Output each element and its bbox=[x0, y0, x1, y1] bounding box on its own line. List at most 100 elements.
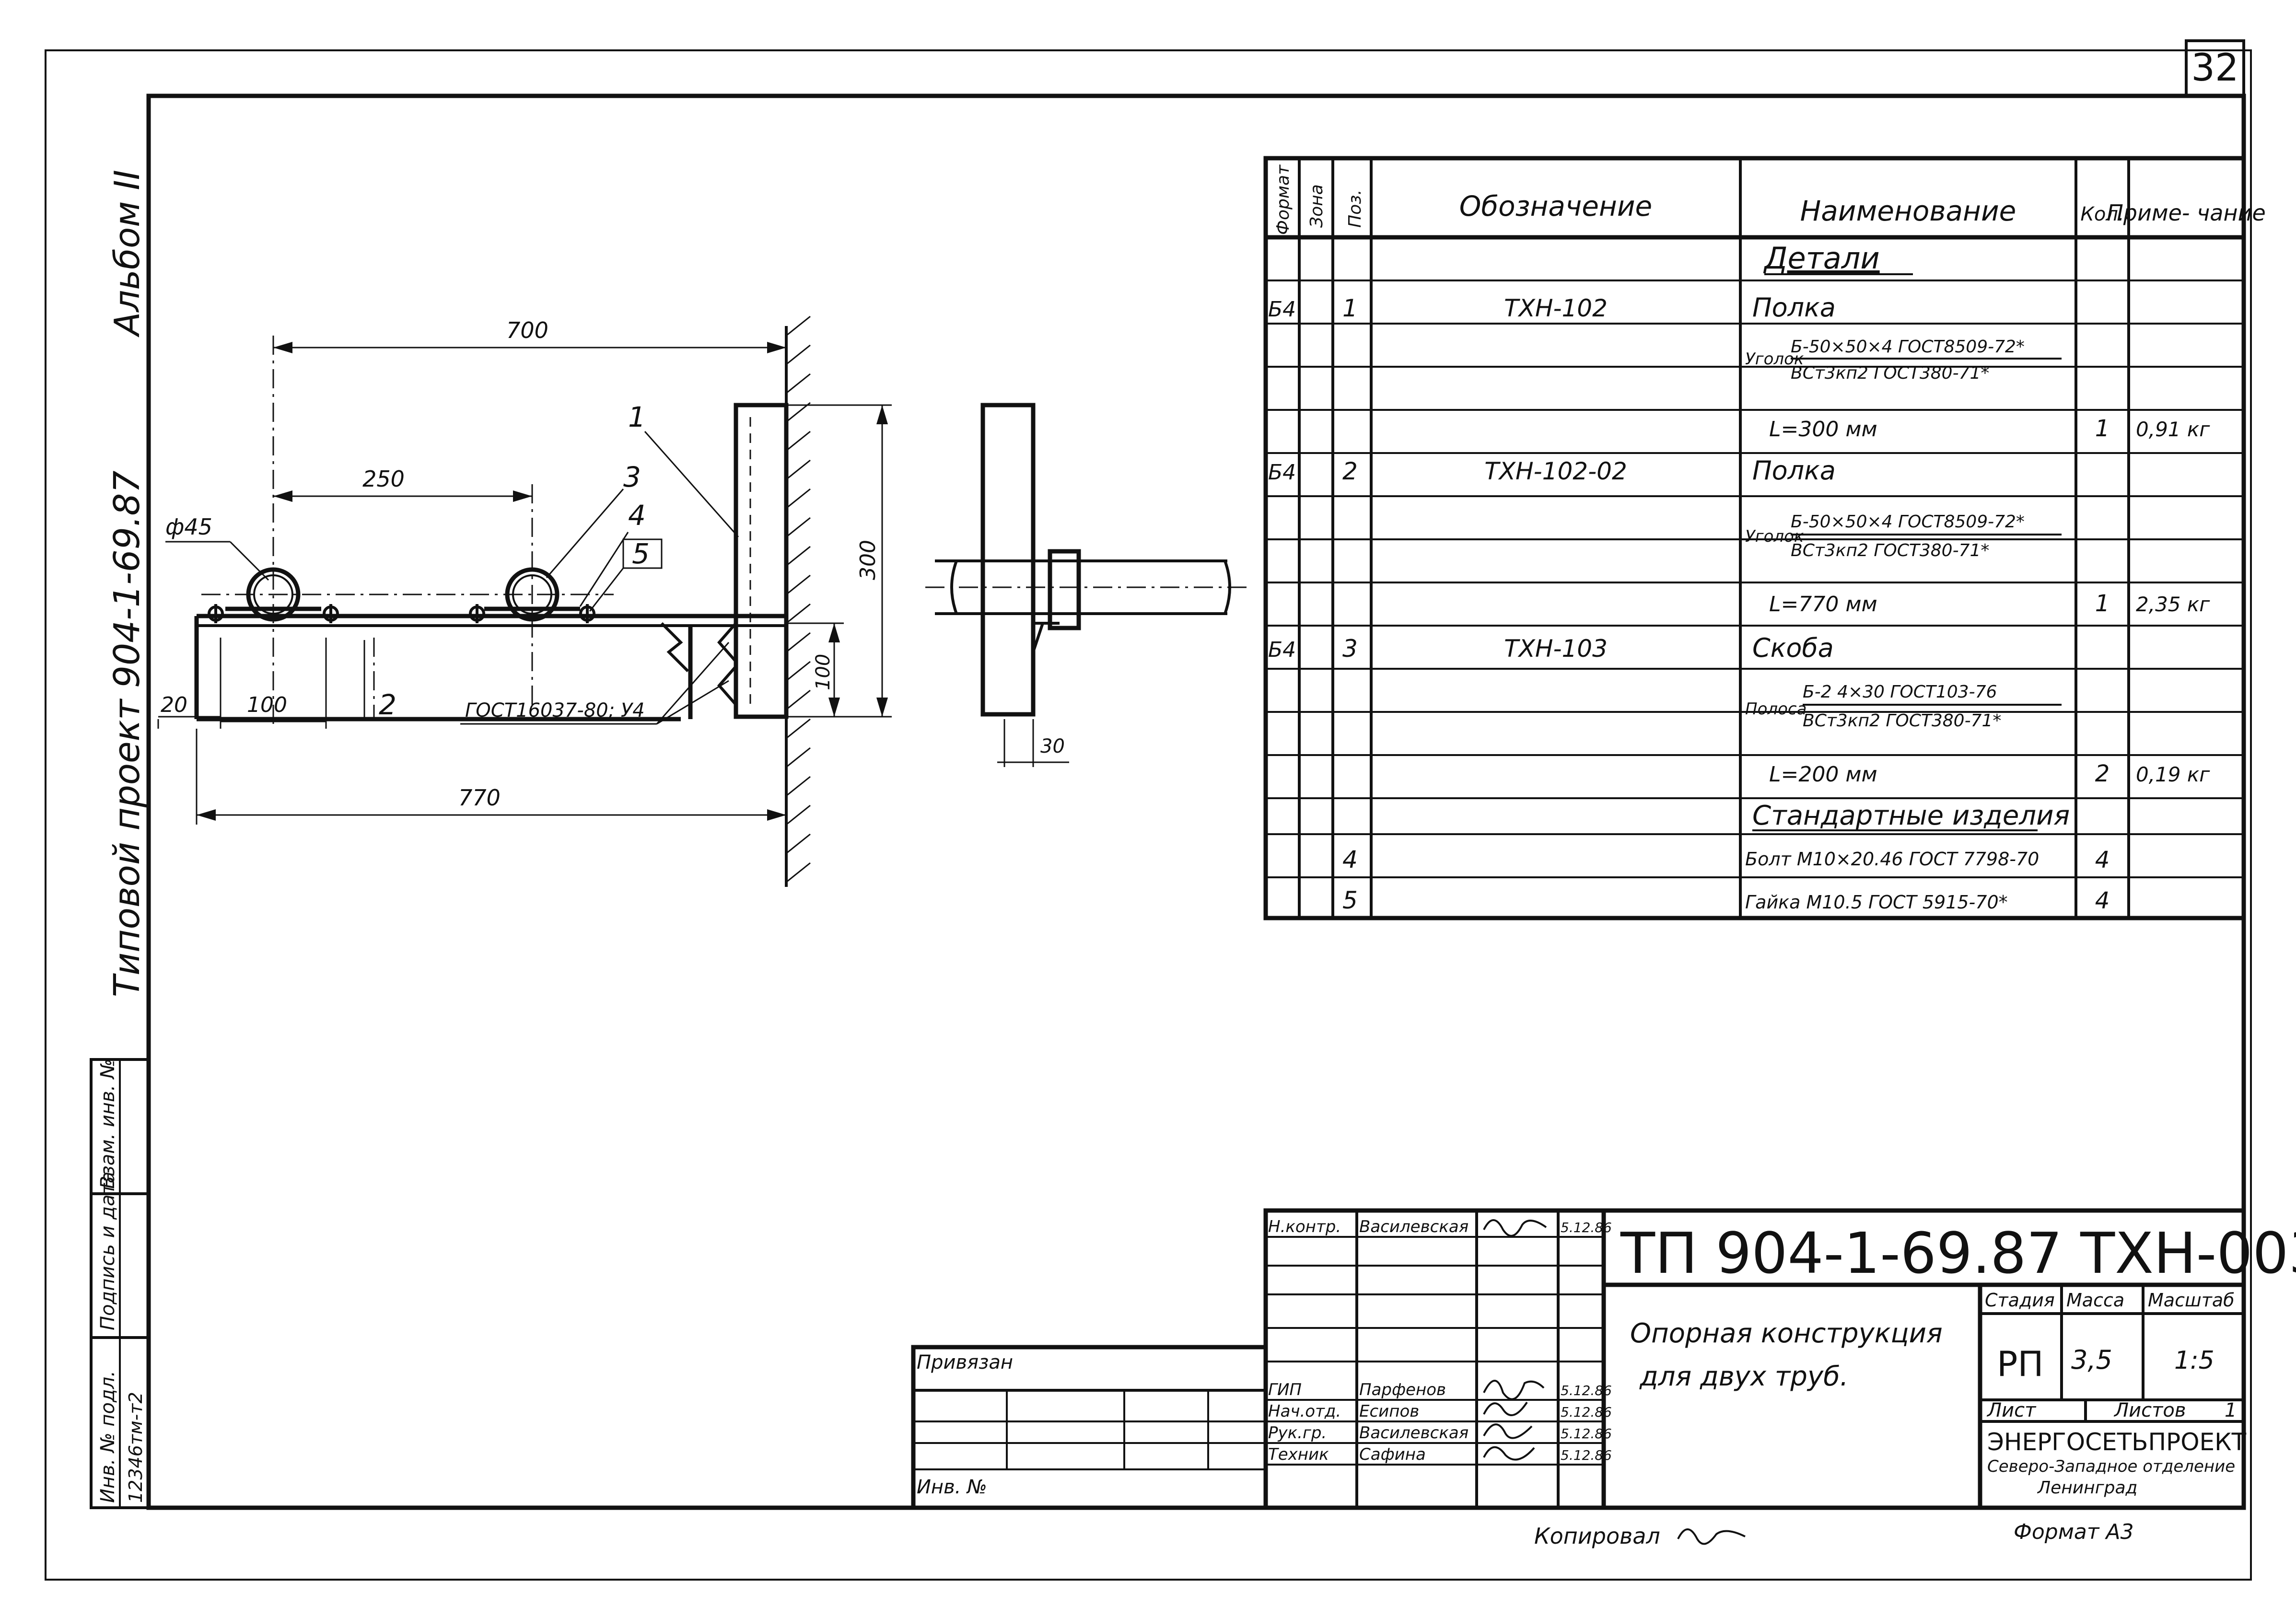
row4-designation: ТХН-102-02 bbox=[1484, 457, 1627, 485]
tb-sheet-label: Лист bbox=[1986, 1399, 2037, 1421]
tb-date-5: 5.12.86 bbox=[1561, 1447, 1612, 1463]
row4-format: Б4 bbox=[1268, 460, 1296, 485]
tb-mass: 3,5 bbox=[2071, 1345, 2112, 1375]
left-stamp: Взам. инв. № Подпись и дата Инв. № подл.… bbox=[90, 1058, 150, 1509]
privyazan-block: Привязан Инв. № bbox=[911, 1345, 1268, 1510]
dim-100: 100 bbox=[247, 693, 287, 717]
side-view: 30 bbox=[925, 403, 1247, 767]
tb-name-2: Парфенов bbox=[1359, 1380, 1446, 1399]
row1-format: Б4 bbox=[1268, 297, 1296, 322]
row3-note: 0,91 кг bbox=[2136, 418, 2210, 441]
tb-description-2: для двух труб. bbox=[1639, 1361, 1848, 1392]
tb-role-1: Н.контр. bbox=[1268, 1217, 1341, 1236]
row1-name: Полка bbox=[1752, 292, 1836, 323]
side-album: Альбом II bbox=[107, 170, 147, 338]
section-std: Стандартные изделия bbox=[1752, 800, 2070, 831]
row7-pos: 3 bbox=[1342, 635, 1358, 663]
row8-num: Б-2 4×30 ГОСТ103-76 bbox=[1803, 682, 1997, 702]
row4-pos: 2 bbox=[1342, 457, 1358, 485]
footer-copied: Копировал bbox=[1534, 1523, 1660, 1549]
tb-role-4: Рук.гр. bbox=[1268, 1423, 1327, 1443]
row4-name: Полка bbox=[1752, 455, 1836, 486]
row11-qty: 4 bbox=[2095, 887, 2110, 914]
pos-2-label: 2 bbox=[379, 688, 396, 721]
col-designation: Обозначение bbox=[1459, 190, 1652, 222]
pos-5-label: 5 bbox=[632, 537, 650, 570]
col-pos: Поз. bbox=[1345, 189, 1365, 228]
sign-date-label: Подпись и дата bbox=[97, 1172, 119, 1330]
dim-250: 250 bbox=[362, 466, 405, 492]
tb-code: ТП 904-1-69.87 ТХН-003 bbox=[1620, 1220, 2296, 1286]
weld-note: ГОСТ16037-80; У4 bbox=[465, 699, 645, 722]
signature-mark bbox=[1483, 1446, 1535, 1461]
col-name: Наименование bbox=[1800, 195, 2016, 227]
tb-name-5: Сафина bbox=[1359, 1445, 1426, 1464]
row1-designation: ТХН-102 bbox=[1504, 294, 1608, 322]
tb-role-2: ГИП bbox=[1268, 1380, 1302, 1399]
inv-no-label: Инв. № bbox=[917, 1476, 987, 1498]
pos-1-label: 1 bbox=[628, 401, 646, 433]
section-details: Детали bbox=[1763, 241, 1880, 276]
row8-den: ВСт3кп2 ГОСТ380-71* bbox=[1803, 711, 2001, 731]
tb-sheets-value: 1 bbox=[2225, 1399, 2237, 1421]
copier-signature bbox=[1677, 1528, 1746, 1545]
row6-qty: 1 bbox=[2095, 590, 2110, 617]
row9-name: L=200 мм bbox=[1769, 762, 1877, 787]
dim-770: 770 bbox=[458, 785, 501, 811]
row5-name-prefix: Уголок bbox=[1745, 527, 1804, 546]
row8-name-prefix: Полоса bbox=[1745, 699, 1806, 719]
inv-podl-value: 12346тм-т2 bbox=[125, 1392, 146, 1503]
tb-scale-label: Масштаб bbox=[2148, 1290, 2235, 1311]
col-note: Приме- чание bbox=[2107, 200, 2266, 226]
tb-date-4: 5.12.86 bbox=[1561, 1426, 1612, 1442]
vzam-label: Взам. инв. № bbox=[97, 1059, 119, 1189]
footer-format: Формат А3 bbox=[2014, 1520, 2134, 1544]
row1-pos: 1 bbox=[1342, 294, 1358, 322]
tb-sheets-label: Листов bbox=[2113, 1399, 2186, 1421]
inv-podl-label: Инв. № подл. bbox=[97, 1371, 119, 1503]
tb-mass-label: Масса bbox=[2066, 1290, 2124, 1311]
row3-qty: 1 bbox=[2095, 415, 2110, 442]
pos-4-label: 4 bbox=[628, 499, 646, 532]
tb-date-2: 5.12.86 bbox=[1561, 1383, 1612, 1398]
col-qty: Кол. bbox=[2080, 203, 2124, 225]
signature-mark bbox=[1483, 1219, 1547, 1237]
row7-designation: ТХН-103 bbox=[1504, 635, 1608, 663]
pos-3-label: 3 bbox=[623, 461, 641, 493]
dim-diameter: ф45 bbox=[165, 514, 212, 540]
row3-name: L=300 мм bbox=[1769, 417, 1877, 442]
tb-scale: 1:5 bbox=[2174, 1346, 2214, 1375]
row2-num: Б-50×50×4 ГОСТ8509-72* bbox=[1791, 337, 2025, 357]
dim-100-vertical: 100 bbox=[812, 654, 834, 690]
tb-org-2: Северо-Западное отделение bbox=[1987, 1457, 2235, 1476]
row11-pos: 5 bbox=[1342, 886, 1358, 914]
row11-name: Гайка М10.5 ГОСТ 5915-70* bbox=[1745, 892, 2008, 913]
sheet-number: 32 bbox=[2191, 47, 2238, 90]
title-block: ТП 904-1-69.87 ТХН-003 Опорная конструкц… bbox=[1263, 1208, 2296, 1510]
outer-border bbox=[45, 49, 2252, 1581]
row9-note: 0,19 кг bbox=[2136, 763, 2210, 786]
dim-20: 20 bbox=[161, 693, 187, 717]
tb-description-1: Опорная конструкция bbox=[1630, 1318, 1943, 1349]
col-zone: Зона bbox=[1307, 184, 1327, 228]
signature-mark bbox=[1483, 1401, 1528, 1416]
tb-org-1: ЭНЕРГОСЕТЬПРОЕКТ bbox=[1987, 1428, 2247, 1456]
dim-300: 300 bbox=[856, 540, 880, 580]
tb-org-3: Ленинград bbox=[2037, 1478, 2137, 1498]
front-view: 700 250 ф45 20 100 770 300 bbox=[157, 315, 892, 887]
row6-name: L=770 мм bbox=[1769, 592, 1877, 617]
col-format: Формат bbox=[1273, 164, 1293, 235]
row5-den: ВСт3кп2 ГОСТ380-71* bbox=[1791, 541, 1989, 560]
row5-num: Б-50×50×4 ГОСТ8509-72* bbox=[1791, 512, 2025, 532]
sheet-number-box bbox=[2185, 39, 2245, 97]
row10-pos: 4 bbox=[1342, 846, 1358, 873]
tb-name-1: Василевская bbox=[1359, 1217, 1469, 1236]
side-project: Типовой проект 904-1-69.87 bbox=[106, 470, 148, 997]
tb-role-3: Нач.отд. bbox=[1268, 1402, 1341, 1421]
tb-name-3: Есипов bbox=[1359, 1402, 1419, 1421]
tb-role-5: Техник bbox=[1268, 1445, 1329, 1464]
tb-stage-label: Стадия bbox=[1985, 1290, 2055, 1311]
spec-table: Формат Зона Поз. Обозначение Наименовани… bbox=[1263, 156, 2266, 920]
row9-qty: 2 bbox=[2095, 760, 2110, 787]
